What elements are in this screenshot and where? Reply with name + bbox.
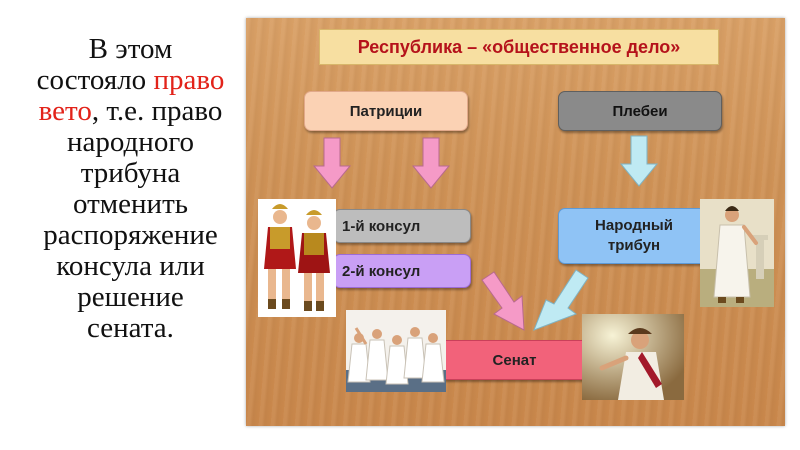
roman-senators-group	[346, 310, 446, 392]
arrow-consul-to-senate	[481, 271, 525, 331]
text-line: сената.	[87, 312, 174, 344]
diagram-title: Республика – «общественное дело»	[319, 29, 719, 65]
text-line: состояло	[36, 64, 154, 96]
tribune-label-line: трибун	[607, 237, 661, 254]
patricians-box: Патриции	[304, 91, 468, 131]
text-line: распоряжение	[43, 219, 218, 251]
tribune-label-line: Народный	[595, 217, 673, 234]
text-line: В этом	[88, 33, 173, 65]
plebeians-box: Плебеи	[558, 91, 722, 131]
roman-consuls-figures	[258, 199, 336, 317]
senate-box: Сенат	[441, 340, 588, 380]
arrow-patricians-to-consul	[411, 137, 451, 189]
highlight-term: вето	[38, 95, 92, 127]
text-line: , т.е. право	[91, 95, 223, 127]
highlight-term: право	[153, 64, 225, 96]
first-consul-box: 1-й консул	[333, 209, 471, 243]
people-tribune-figure	[700, 199, 774, 307]
diagram-arrows	[312, 135, 659, 331]
people-tribune-box: Народный трибун	[558, 208, 710, 264]
text-line: отменить	[73, 188, 188, 220]
second-consul-box: 2-й консул	[333, 254, 471, 288]
veto-explanation-text: В этом состояло право вето, т.е. право н…	[18, 34, 243, 344]
text-line: трибуна	[80, 157, 181, 189]
text-line: консула или	[56, 250, 205, 282]
arrow-tribune-to-senate	[533, 269, 589, 331]
republic-diagram-board: Республика – «общественное дело» Патрици…	[246, 18, 785, 426]
roman-orator-figure	[582, 314, 684, 400]
text-line: решение	[77, 281, 184, 313]
arrow-patricians-to-consul	[312, 137, 352, 189]
arrow-plebeians-to-tribune	[619, 135, 659, 187]
text-line: народного	[66, 126, 194, 158]
